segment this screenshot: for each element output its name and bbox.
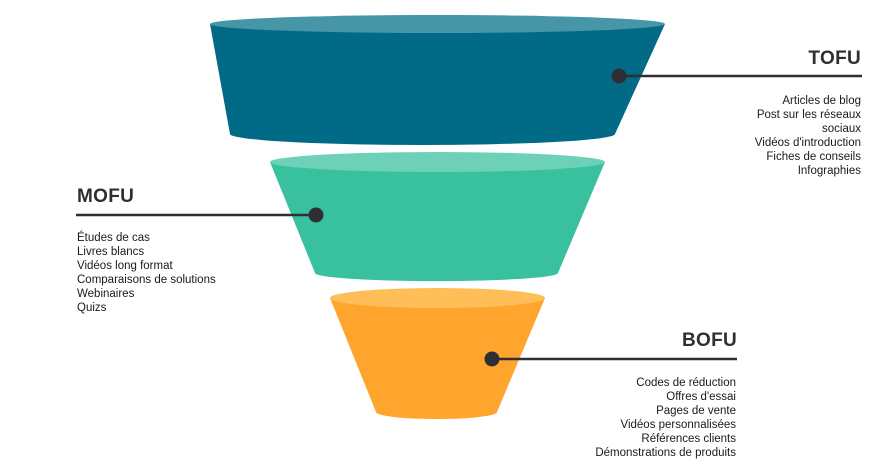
list-item: Codes de réduction: [636, 377, 736, 389]
list-item: Études de cas: [77, 232, 150, 244]
list-item: Pages de vente: [656, 405, 736, 417]
list-item: Infographies: [797, 165, 861, 177]
mofu-item-list: Études de cas Livres blancs Vidéos long …: [77, 231, 216, 315]
list-item: Vidéos long format: [77, 260, 173, 272]
mofu-title: MOFU: [77, 186, 135, 207]
list-item: Offres d'essai: [666, 391, 736, 403]
mofu-top: [270, 152, 605, 172]
mofu-connector-dot: [308, 207, 324, 223]
bofu-top: [330, 288, 545, 308]
list-item: Quizs: [77, 302, 107, 314]
list-item: sociaux: [822, 123, 861, 135]
list-item: Démonstrations de produits: [595, 447, 736, 459]
funnel-segment-bofu: [330, 288, 545, 420]
tofu-item-list: Articles de blog Post sur les réseaux so…: [755, 94, 861, 178]
tofu-top: [210, 15, 665, 33]
list-item: Références clients: [641, 433, 736, 445]
list-item: Articles de blog: [782, 95, 861, 107]
bofu-item-list: Codes de réduction Offres d'essai Pages …: [595, 376, 736, 460]
mofu-connector: [76, 207, 324, 223]
tofu-body: [210, 24, 665, 145]
tofu-connector: [611, 68, 862, 84]
list-item: Post sur les réseaux: [756, 109, 861, 121]
funnel-segment-tofu: [210, 15, 665, 145]
list-item: Comparaisons de solutions: [77, 274, 216, 286]
funnel-segment-mofu: [270, 152, 605, 282]
bofu-title: BOFU: [681, 330, 737, 351]
bofu-connector-dot: [484, 351, 500, 367]
list-item: Fiches de conseils: [766, 151, 861, 163]
bofu-body: [330, 298, 545, 420]
tofu-title: TOFU: [808, 48, 861, 69]
mofu-body: [270, 162, 605, 282]
tofu-connector-dot: [611, 68, 627, 84]
list-item: Vidéos d'introduction: [754, 137, 861, 149]
list-item: Webinaires: [77, 288, 135, 300]
list-item: Vidéos personnalisées: [620, 419, 736, 431]
bofu-connector: [484, 351, 737, 367]
list-item: Livres blancs: [77, 246, 145, 258]
